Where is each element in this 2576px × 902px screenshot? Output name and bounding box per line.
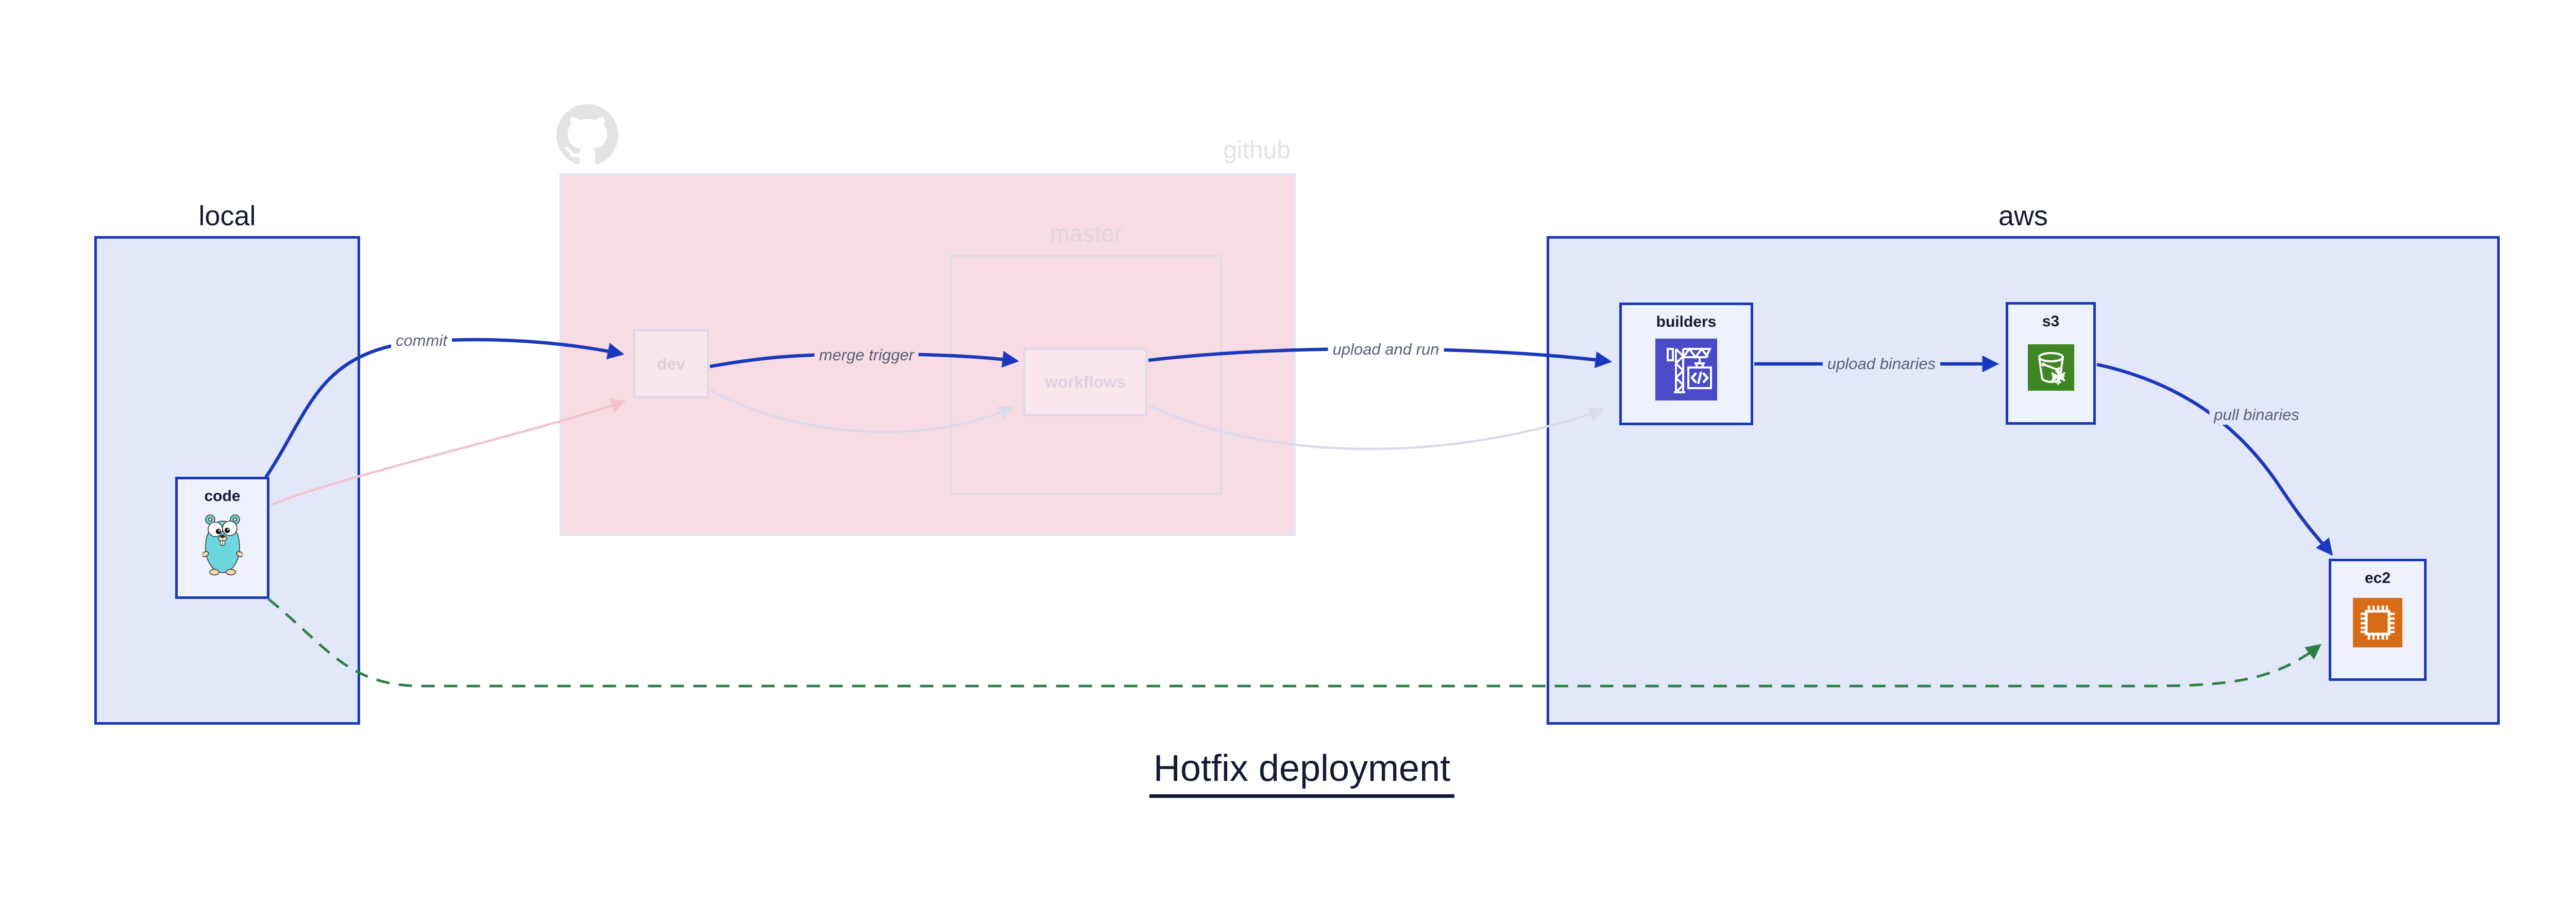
ec2-chip-icon (2353, 597, 2402, 647)
node-builders-label: builders (1656, 313, 1717, 330)
node-dev-label: dev (656, 354, 686, 373)
node-code: code (175, 477, 269, 599)
node-ec2-label: ec2 (2364, 570, 2391, 587)
node-s3-label: s3 (2042, 313, 2060, 330)
edge-label-merge-trigger: merge trigger (814, 345, 919, 365)
edge-label-commit: commit (391, 330, 452, 351)
node-ec2: ec2 (2329, 559, 2427, 681)
codebuild-crane-icon (1655, 338, 1717, 400)
local-group-label: local (198, 201, 256, 231)
github-group-label: github (1223, 137, 1291, 164)
edge-label-upload-binaries: upload binaries (1822, 354, 1941, 374)
master-branch-box (950, 255, 1222, 495)
diagram-title: Hotfix deployment (0, 748, 2576, 798)
edge-label-upload-and-run: upload and run (1328, 339, 1444, 360)
master-branch-label: master (1049, 220, 1123, 247)
node-dev: dev (633, 329, 709, 398)
node-workflows-label: workflows (1045, 372, 1126, 391)
github-octocat-icon (556, 104, 618, 165)
node-code-label: code (204, 488, 241, 505)
go-gopher-icon (202, 514, 243, 575)
node-workflows: workflows (1023, 348, 1147, 416)
s3-bucket-icon (2027, 344, 2074, 391)
aws-group-label: aws (1998, 201, 2048, 231)
node-builders: builders (1619, 303, 1753, 425)
diagram-title-text: Hotfix deployment (1149, 748, 1455, 798)
node-s3: s3 (2006, 302, 2096, 425)
edge-label-pull-binaries: pull binaries (2209, 405, 2304, 425)
